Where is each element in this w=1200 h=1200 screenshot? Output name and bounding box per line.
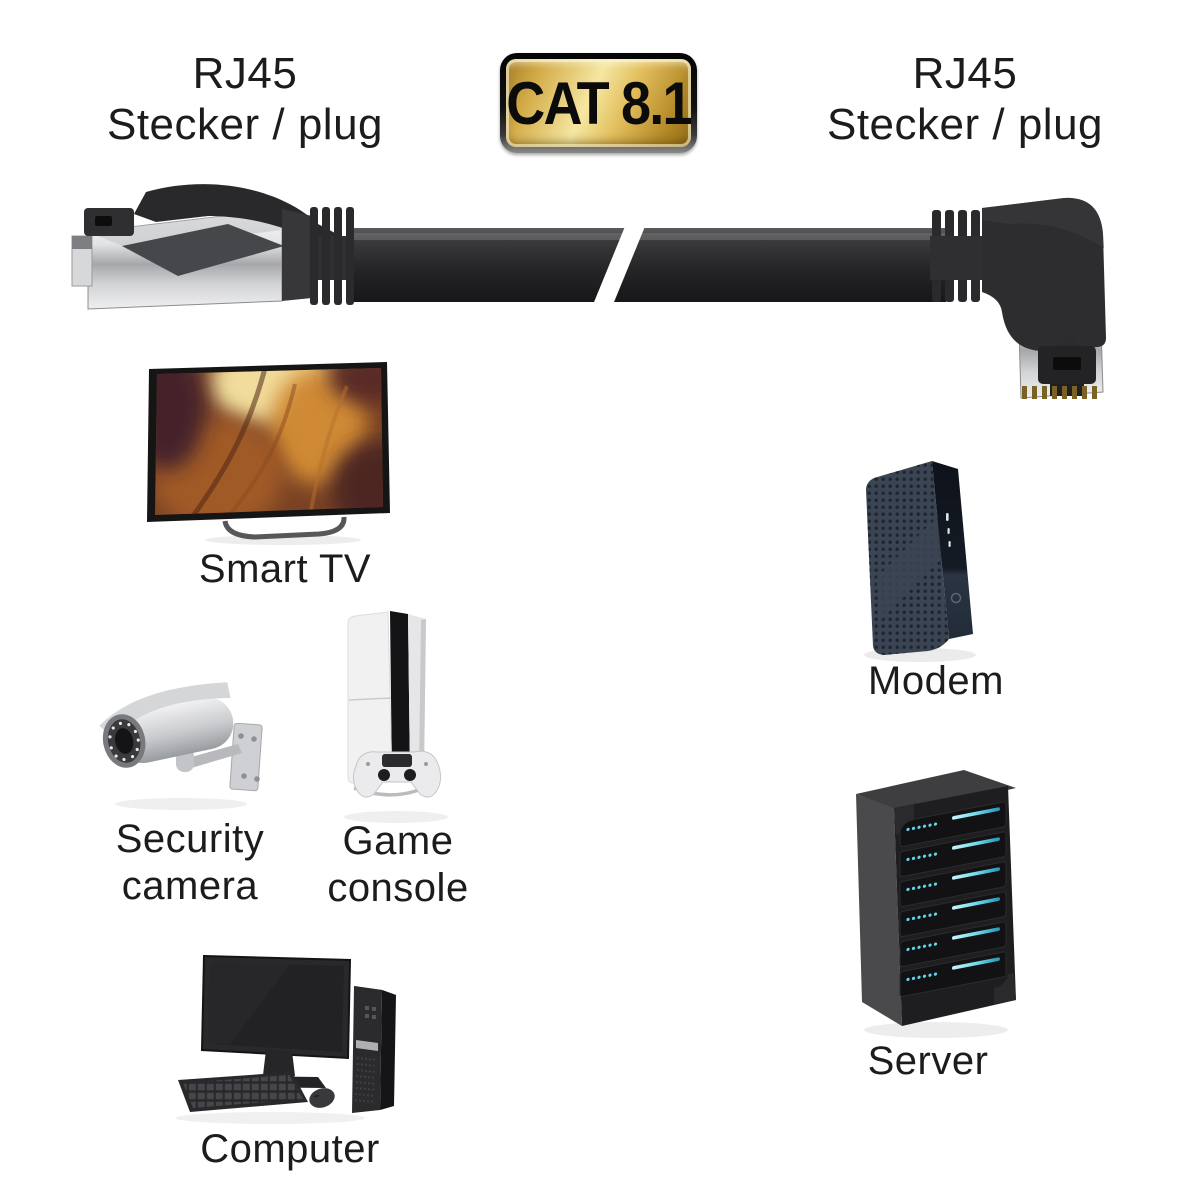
- cable-body: [354, 224, 946, 307]
- tv-stand: [222, 516, 347, 540]
- computer-monitor: [200, 954, 352, 1088]
- computer-tower: [352, 986, 396, 1113]
- computer-keyboard: [178, 1072, 308, 1112]
- modem-led-lights: [946, 513, 951, 547]
- smart-tv-image: [147, 362, 390, 545]
- cat-8-1-badge-text: CAT 8.1: [506, 69, 692, 137]
- right-plug-label: RJ45 Stecker / plug: [826, 49, 1104, 149]
- camera-wall-mount: [176, 722, 263, 792]
- server-label: Server: [867, 1039, 989, 1083]
- modem-label: Modem: [868, 659, 1004, 703]
- security-camera-label: Security camera: [115, 817, 265, 908]
- cat-8-1-badge: CAT 8.1: [500, 53, 697, 153]
- computer-label: Computer: [200, 1127, 380, 1171]
- camera-ir-leds: [108, 721, 140, 762]
- security-camera-image: [99, 682, 263, 810]
- game-console-label: Game console: [327, 819, 469, 910]
- modem-logo: [950, 592, 962, 604]
- game-controller: [352, 750, 442, 798]
- computer-image: [175, 954, 396, 1124]
- smart-tv-label: Smart TV: [198, 547, 372, 591]
- ethernet-cable-image: [71, 184, 1106, 399]
- cable-break-mark: [592, 224, 646, 307]
- cat-8-1-badge-gold-plate: CAT 8.1: [506, 59, 693, 147]
- left-plug-label: RJ45 Stecker / plug: [106, 49, 384, 149]
- game-console-image: [344, 611, 448, 823]
- modem-image: [864, 461, 976, 662]
- computer-mouse: [309, 1088, 335, 1108]
- camera-body: [99, 682, 234, 768]
- server-image: [856, 770, 1016, 1038]
- rj45-straight-plug: [71, 184, 356, 310]
- tv-screen-canyon-picture: [155, 368, 383, 515]
- rj45-gold-pins: [1022, 386, 1097, 399]
- rj45-angled-plug: [930, 197, 1106, 399]
- server-drive-bays: [899, 801, 1007, 997]
